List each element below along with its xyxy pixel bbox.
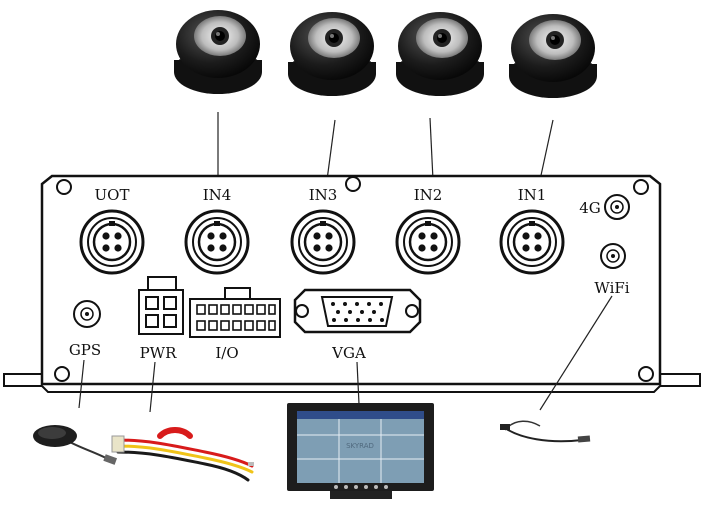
in3-label: IN3 (309, 186, 338, 204)
gps-label: GPS (69, 341, 101, 359)
camera-leader-lines (217, 112, 554, 181)
camera-in4 (174, 10, 262, 94)
io-connector (189, 287, 281, 338)
gps-antenna (33, 425, 118, 465)
uot-label: UOT (95, 186, 130, 204)
vga-monitor: SKYRAD (287, 403, 434, 499)
vga-label: VGA (331, 344, 366, 362)
camera-in3 (288, 12, 376, 96)
pwr-connector (138, 276, 184, 335)
power-cable (111, 427, 254, 482)
in4-connector (184, 209, 250, 275)
antenna-4g-label: 4G (579, 199, 601, 217)
camera-in1 (509, 14, 597, 98)
gps-connector (73, 300, 101, 328)
in3-connector (290, 209, 356, 275)
monitor-brand: SKYRAD (346, 442, 374, 450)
pwr-label: PWR (140, 344, 178, 362)
panel-screws (54, 176, 654, 382)
wifi-antenna-connector (600, 243, 626, 269)
in2-connector (395, 209, 461, 275)
wifi-label: WiFi (594, 279, 629, 297)
vga-connector (293, 288, 422, 334)
in4-label: IN4 (203, 186, 232, 204)
antenna-cable (500, 420, 591, 443)
in1-label: IN1 (518, 186, 547, 204)
peripheral-leader-lines (78, 295, 613, 413)
io-label: I/O (215, 344, 238, 362)
camera-in2 (396, 12, 484, 96)
uot-connector (79, 209, 145, 275)
in2-label: IN2 (414, 186, 443, 204)
antenna-4g-connector (604, 194, 630, 220)
in1-connector (499, 209, 565, 275)
